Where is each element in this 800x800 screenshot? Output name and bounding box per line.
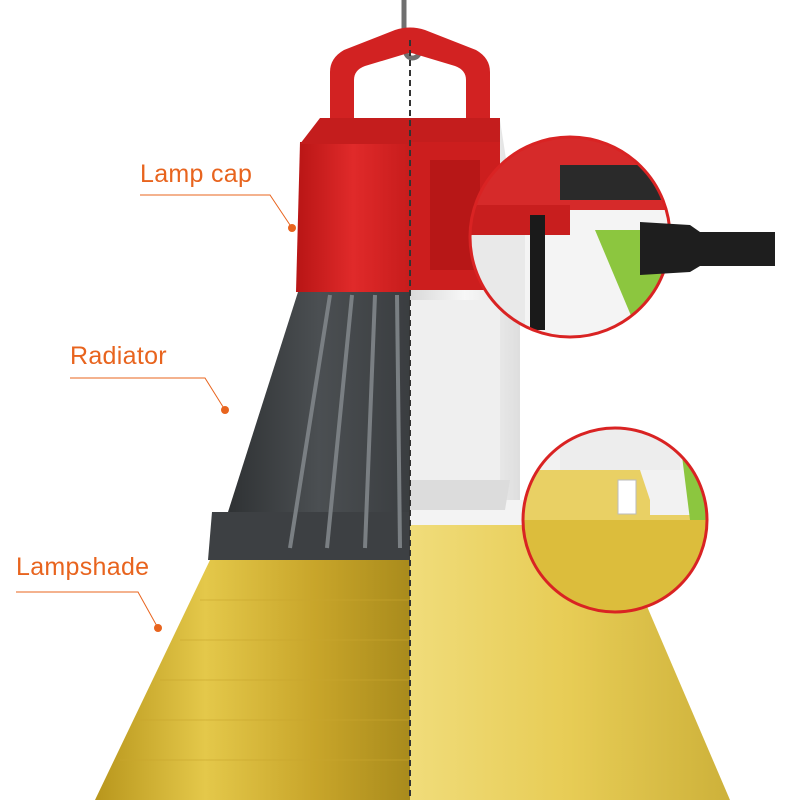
label-lamp-cap: Lamp cap [140, 160, 253, 188]
dot-lampshade [154, 624, 162, 632]
shade-detail-zoom [521, 426, 709, 614]
radiator-exterior [228, 292, 410, 512]
leader-radiator [70, 377, 226, 411]
label-radiator: Radiator [70, 342, 167, 370]
leader-lampshade [16, 591, 159, 629]
callout-dots [154, 224, 296, 632]
leader-lamp-cap [140, 194, 293, 229]
cap-detail-zoom [468, 135, 775, 339]
lamp-exterior-half [95, 27, 410, 800]
dot-lamp-cap [288, 224, 296, 232]
lamp-interior-half [410, 27, 730, 800]
lampshade-interior [410, 520, 730, 800]
power-cable [640, 222, 775, 275]
lamp-cap-exterior [296, 142, 410, 292]
dot-radiator [221, 406, 229, 414]
label-lampshade: Lampshade [16, 553, 150, 581]
callout-lines [16, 194, 293, 629]
